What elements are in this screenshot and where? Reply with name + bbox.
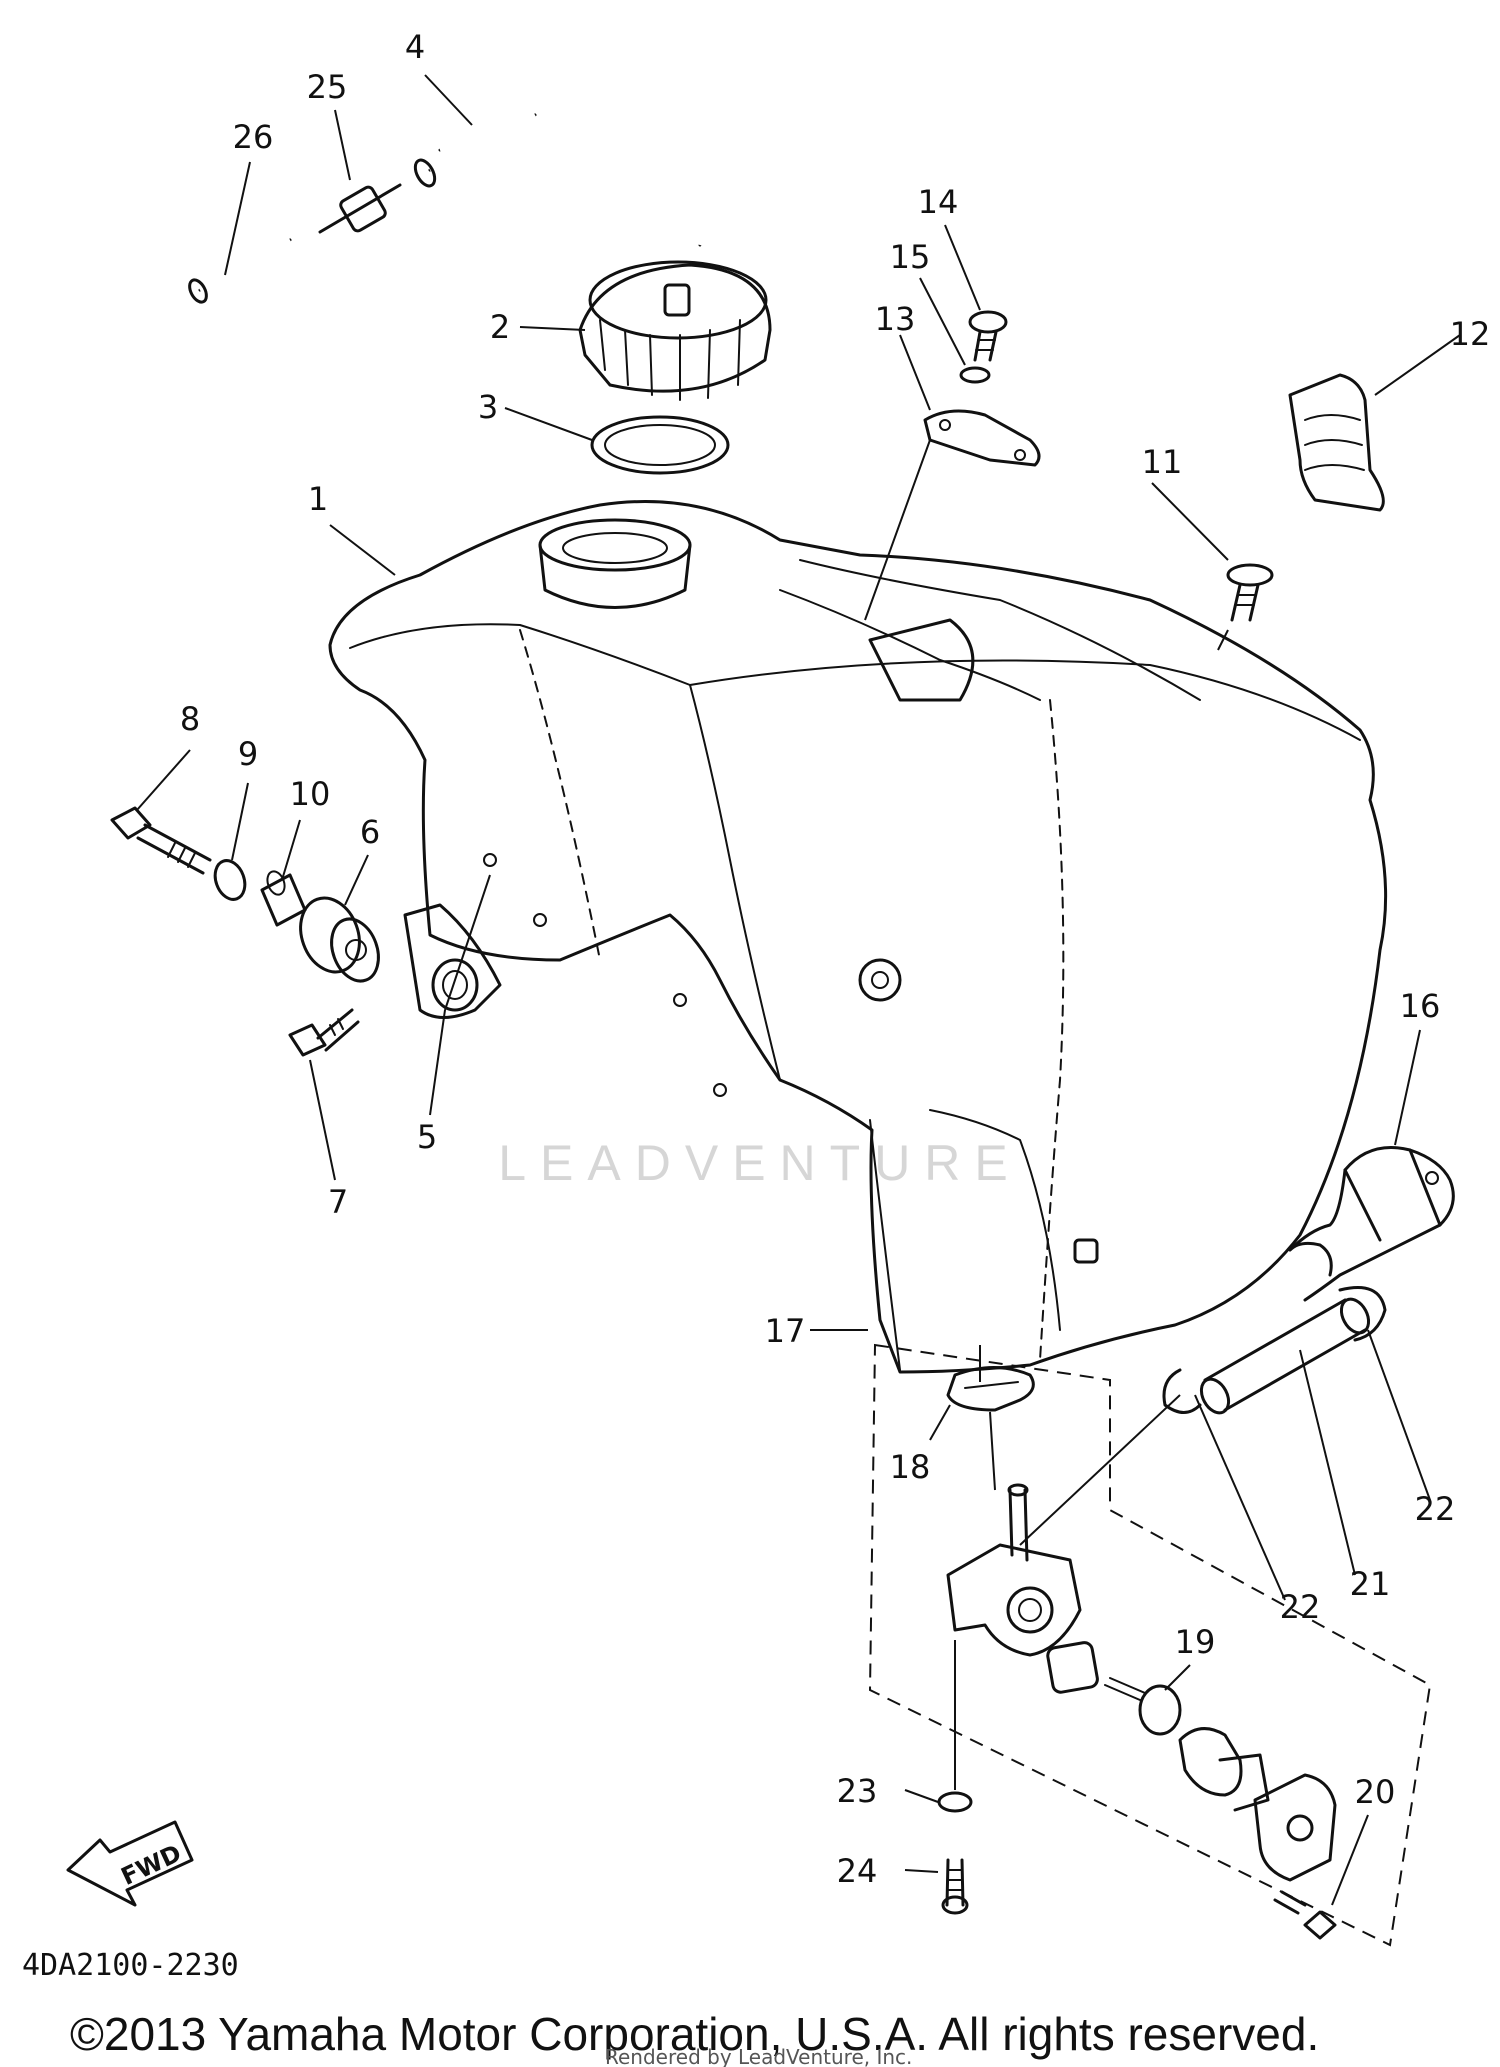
fuel-hose-21 — [1199, 1297, 1371, 1415]
callout-8: 8 — [180, 700, 200, 738]
hose-clip-22b — [1338, 1286, 1387, 1342]
callout-10: 10 — [290, 775, 331, 813]
callout-15: 15 — [890, 238, 931, 276]
cock-spring — [1046, 1641, 1146, 1701]
callout-9: 9 — [238, 735, 258, 773]
callout-12: 12 — [1450, 315, 1491, 353]
callout-3: 3 — [478, 388, 498, 426]
screw-11 — [1226, 563, 1274, 622]
short-hose — [188, 230, 296, 304]
washer-23 — [937, 1791, 973, 1813]
strainer-gasket-18 — [946, 1366, 1035, 1412]
watermark: LEADVENTURE — [498, 1135, 1022, 1191]
callout-17: 17 — [765, 1312, 806, 1350]
lever-plate — [1253, 1773, 1337, 1882]
seal-12 — [1288, 373, 1385, 512]
screw-20 — [1273, 1890, 1337, 1940]
cap-gasket — [590, 415, 730, 475]
callout-14: 14 — [918, 183, 959, 221]
rubber-damper-6 — [299, 896, 380, 983]
callout-18: 18 — [890, 1448, 931, 1486]
callout-6: 6 — [360, 813, 380, 851]
callout-13: 13 — [875, 300, 916, 338]
callout-5: 5 — [417, 1118, 437, 1156]
callout-7: 7 — [328, 1183, 348, 1221]
screw-24 — [941, 1858, 969, 1915]
breather-hose — [413, 58, 732, 249]
o-ring-19 — [1138, 1684, 1182, 1736]
tank-cap — [578, 260, 772, 401]
callout-21: 21 — [1350, 1565, 1391, 1603]
lever — [1178, 1727, 1270, 1812]
forward-arrow-icon: FWD — [66, 1820, 194, 1907]
bolt-14 — [968, 310, 1008, 362]
rendered-by-notice: Rendered by LeadVenture, Inc. — [605, 2045, 912, 2067]
callout-25: 25 — [307, 68, 348, 106]
fuel-tank — [328, 500, 1388, 1374]
callout-19: 19 — [1175, 1623, 1216, 1661]
callout-20: 20 — [1355, 1773, 1396, 1811]
tank-bracket-5 — [403, 903, 502, 1019]
callout-26: 26 — [233, 118, 274, 156]
diagram-code: 4DA2100-2230 — [22, 1948, 239, 1983]
bracket-13 — [923, 409, 1041, 467]
callout-24: 24 — [837, 1852, 878, 1890]
callout-22a: 22 — [1280, 1588, 1321, 1626]
fuel-cock-body — [946, 1483, 1082, 1657]
fwd-label: FWD — [117, 1839, 186, 1891]
callout-4: 4 — [405, 28, 425, 66]
leader-lines — [136, 74, 1461, 1906]
callout-11: 11 — [1142, 443, 1183, 481]
callout-1: 1 — [308, 480, 328, 518]
callout-23: 23 — [837, 1772, 878, 1810]
callout-2: 2 — [490, 308, 510, 346]
callout-labels: 1 2 3 4 5 6 7 8 9 10 11 12 13 14 15 16 1… — [180, 28, 1491, 1890]
washer-15 — [959, 366, 991, 384]
washer-9 — [213, 859, 247, 901]
cover-16 — [1288, 1146, 1455, 1302]
callout-16: 16 — [1400, 987, 1441, 1025]
copyright-notice: ©2013 Yamaha Motor Corporation, U.S.A. A… — [70, 2008, 1319, 2060]
check-valve — [318, 183, 402, 234]
bolt-8 — [110, 806, 212, 875]
callout-22b: 22 — [1415, 1490, 1456, 1528]
hose-clip-22a — [1162, 1368, 1202, 1414]
assembly-outline-17 — [868, 1343, 1432, 1947]
bolt-7 — [288, 1008, 360, 1057]
